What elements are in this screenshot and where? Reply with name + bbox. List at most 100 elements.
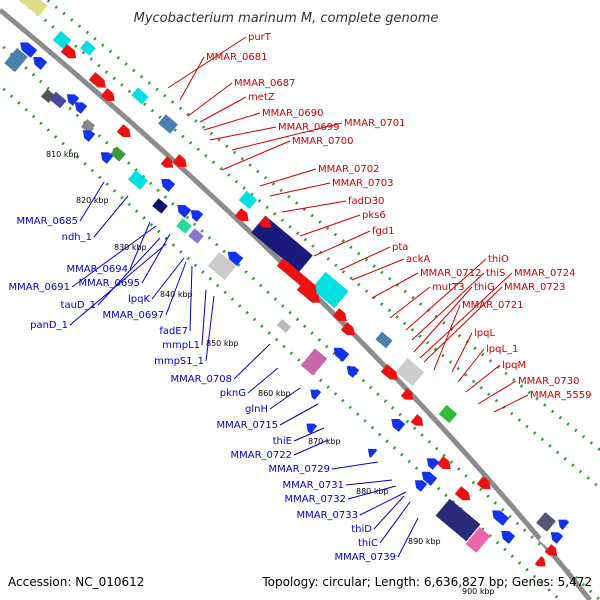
gene-label-purt[interactable]: purT — [248, 32, 272, 43]
reverse-leader-line — [141, 233, 171, 284]
gene-label-acka[interactable]: ackA — [406, 254, 430, 265]
gene-label-mmar-0715[interactable]: MMAR_0715 — [217, 420, 279, 431]
reverse-leader-line — [269, 387, 301, 410]
gene-label-mmar-0739[interactable]: MMAR_0739 — [335, 552, 397, 563]
gene-block — [80, 118, 96, 134]
gene-block — [128, 170, 148, 190]
forward-leader-line — [493, 394, 529, 413]
reverse-label-leaders — [69, 181, 419, 558]
forward-gene-arrow — [476, 476, 491, 489]
forward-leader-line — [167, 36, 247, 89]
gene-label-mmar-0729[interactable]: MMAR_0729 — [269, 464, 331, 475]
forward-gene-arrow — [454, 486, 471, 501]
gene-label-fadd30[interactable]: fadD30 — [348, 196, 384, 207]
forward-leader-line — [339, 246, 391, 271]
gene-label-lpql-1[interactable]: lpqL_1 — [486, 344, 518, 355]
reverse-gene-arrow — [310, 389, 322, 400]
gene-label-thig[interactable]: thiG — [474, 282, 495, 293]
reverse-leader-line — [347, 485, 397, 500]
gene-label-mmar-0690[interactable]: MMAR_0690 — [262, 108, 324, 119]
forward-gene-arrow — [296, 282, 320, 303]
gene-label-mmar-0721[interactable]: MMAR_0721 — [462, 300, 524, 311]
dot-track — [44, 0, 600, 452]
gene-label-mmar-0703[interactable]: MMAR_0703 — [332, 178, 394, 189]
gene-label-mmar-0724[interactable]: MMAR_0724 — [514, 268, 576, 279]
reverse-leader-line — [165, 261, 187, 316]
forward-label-leaders — [167, 36, 529, 413]
gene-label-thie[interactable]: thiE — [273, 436, 292, 447]
map-title: Mycobacterium marinum M, complete genome — [134, 11, 439, 26]
gene-label-pks6[interactable]: pks6 — [362, 210, 386, 221]
reverse-gene-arrow — [414, 480, 428, 492]
gene-label-pkng[interactable]: pknG — [220, 388, 246, 399]
reverse-gene-arrow — [161, 179, 176, 192]
reverse-gene-arrow — [421, 471, 438, 486]
gene-label-mmar-0687[interactable]: MMAR_0687 — [234, 78, 296, 89]
reverse-gene-arrow — [20, 42, 38, 58]
gene-label-thid[interactable]: thiD — [351, 524, 372, 535]
gene-label-pand-1[interactable]: panD_1 — [30, 320, 68, 331]
reverse-gene-arrow — [306, 423, 318, 434]
gene-label-mmar-0681[interactable]: MMAR_0681 — [206, 52, 268, 63]
gene-label-this[interactable]: thiS — [486, 268, 505, 279]
gene-label-pta[interactable]: pta — [392, 242, 408, 253]
gene-label-thio[interactable]: thiO — [488, 254, 509, 265]
reverse-leader-line — [359, 491, 407, 516]
forward-gene-arrow — [116, 124, 131, 137]
gene-label-mmar-0733[interactable]: MMAR_0733 — [297, 510, 359, 521]
gene-label-mmar-0701[interactable]: MMAR_0701 — [344, 118, 406, 129]
gene-label-mmar-0697[interactable]: MMAR_0697 — [103, 310, 165, 321]
gene-label-taud-1[interactable]: tauD_1 — [61, 300, 96, 311]
gene-block — [152, 198, 168, 214]
gene-label-mutt3[interactable]: mutT3 — [432, 282, 464, 293]
forward-gene-arrow — [234, 208, 249, 221]
gene-label-metz[interactable]: metZ — [248, 92, 275, 103]
gene-label-ndh-1[interactable]: ndh_1 — [62, 232, 92, 243]
forward-gene-arrow — [258, 216, 272, 228]
forward-leader-line — [231, 122, 343, 151]
gene-label-mmar-0695[interactable]: MMAR_0695 — [79, 278, 141, 289]
gene-label-mmar-0708[interactable]: MMAR_0708 — [171, 374, 233, 385]
gene-features — [4, 0, 570, 567]
reverse-gene-arrow — [426, 458, 440, 470]
forward-leader-line — [413, 286, 473, 353]
gene-label-mmps1-1[interactable]: mmpS1_1 — [154, 356, 204, 367]
gene-label-mmar-0712[interactable]: MMAR_0712 — [420, 268, 482, 279]
gene-label-mmar-0700[interactable]: MMAR_0700 — [292, 136, 354, 147]
gene-label-mmar-0694[interactable]: MMAR_0694 — [67, 264, 129, 275]
gene-block — [538, 530, 558, 550]
gene-label-mmar-0699[interactable]: MMAR_0699 — [278, 122, 340, 133]
reverse-gene-arrow — [391, 419, 406, 432]
gene-label-mmar-0691[interactable]: MMAR_0691 — [9, 282, 71, 293]
gene-block — [375, 331, 393, 349]
forward-gene-arrow — [276, 258, 317, 293]
forward-leader-line — [313, 230, 371, 257]
gene-label-lpql[interactable]: lpqL — [474, 328, 495, 339]
reverse-gene-arrow — [227, 251, 244, 266]
gene-label-thic[interactable]: thiC — [358, 538, 378, 549]
gene-label-mmar-0723[interactable]: MMAR_0723 — [504, 282, 566, 293]
gene-block — [49, 91, 67, 109]
gene-label-fgd1[interactable]: fgd1 — [372, 226, 395, 237]
reverse-leader-line — [293, 427, 325, 442]
gene-label-lpqk[interactable]: lpqK — [128, 294, 150, 305]
gene-block — [536, 512, 556, 532]
forward-leader-line — [433, 304, 461, 371]
gene-label-mmar-5559[interactable]: MMAR_5559 — [530, 390, 592, 401]
gene-label-mmar-0702[interactable]: MMAR_0702 — [318, 164, 380, 175]
gene-block — [4, 47, 28, 73]
gene-label-mmar-0732[interactable]: MMAR_0732 — [285, 494, 347, 505]
forward-gene-arrow — [380, 364, 398, 380]
gene-label-mmar-0731[interactable]: MMAR_0731 — [283, 480, 345, 491]
gene-label-mmar-0722[interactable]: MMAR_0722 — [231, 450, 293, 461]
reverse-leader-line — [279, 403, 319, 426]
gene-label-mmpl1[interactable]: mmpL1 — [162, 340, 200, 351]
reverse-gene-arrow — [33, 57, 48, 70]
gene-label-mmar-0685[interactable]: MMAR_0685 — [17, 216, 79, 227]
gene-label-mmar-0730[interactable]: MMAR_0730 — [518, 376, 580, 387]
gene-label-lpqm[interactable]: lpqM — [502, 360, 526, 371]
gene-label-fade7[interactable]: fadE7 — [159, 326, 188, 337]
reverse-gene-arrow — [177, 205, 192, 218]
gene-label-glnh[interactable]: glnH — [245, 404, 268, 415]
reverse-leader-line — [129, 221, 151, 270]
